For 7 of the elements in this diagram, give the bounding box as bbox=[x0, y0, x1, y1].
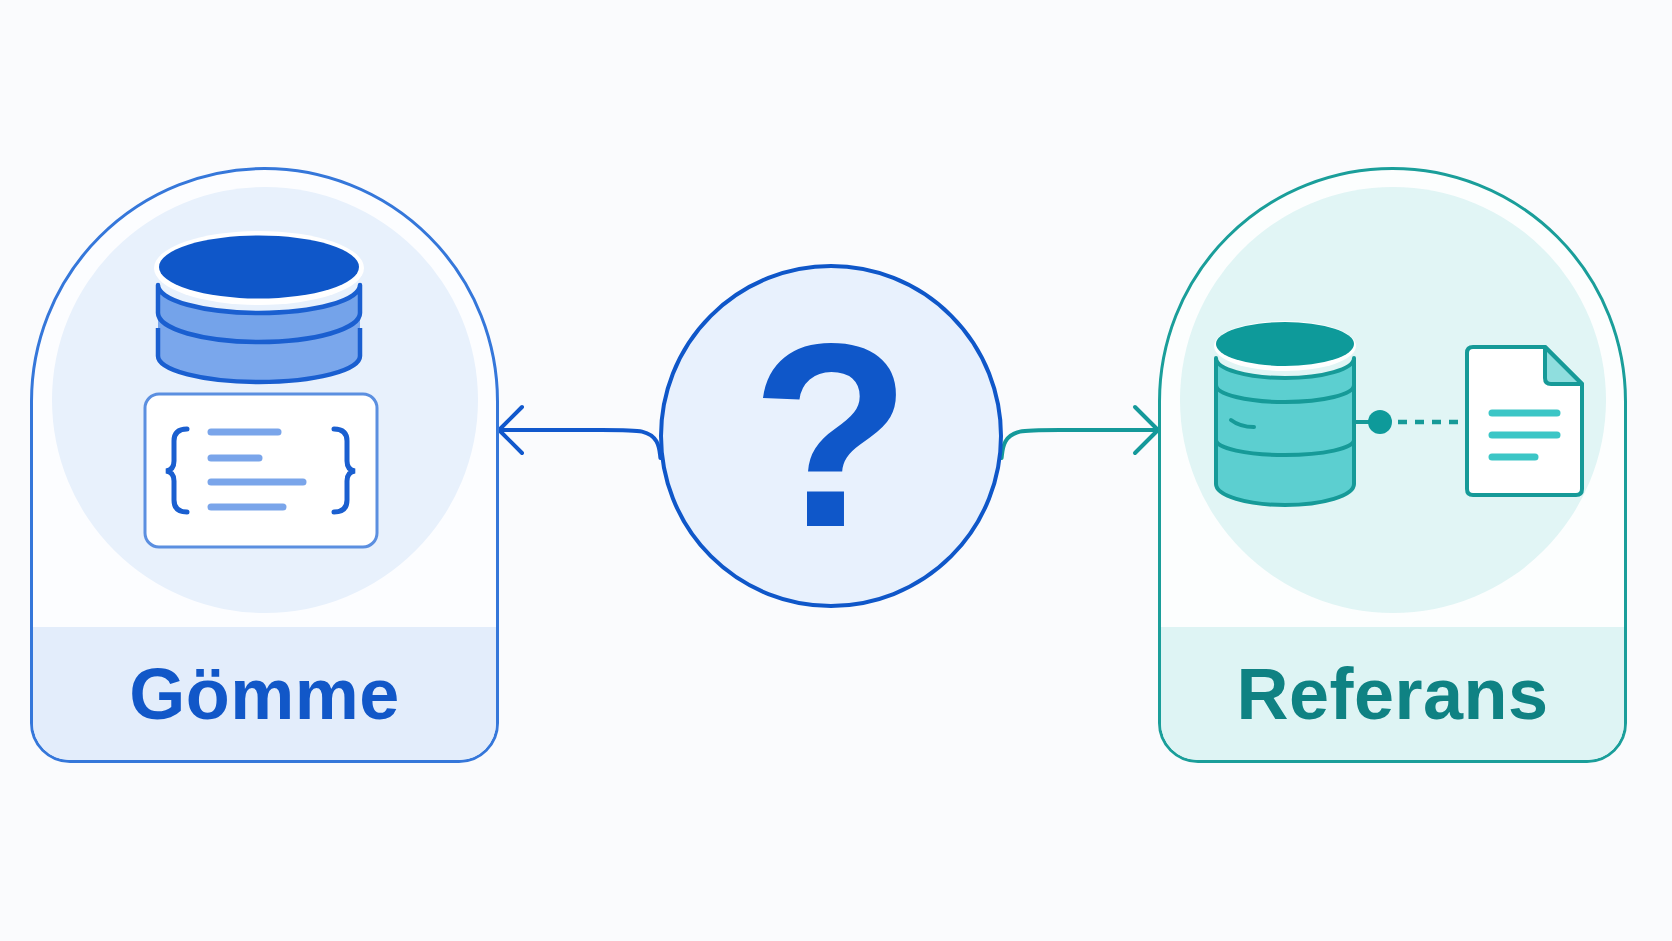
question-mark: ? bbox=[750, 323, 911, 549]
arrow bbox=[999, 405, 1160, 460]
arrow bbox=[497, 405, 663, 460]
node-label: Referans bbox=[1236, 657, 1549, 730]
arch-card bbox=[1158, 167, 1627, 763]
arch-card bbox=[30, 167, 499, 763]
node-label: Gömme bbox=[129, 657, 400, 730]
